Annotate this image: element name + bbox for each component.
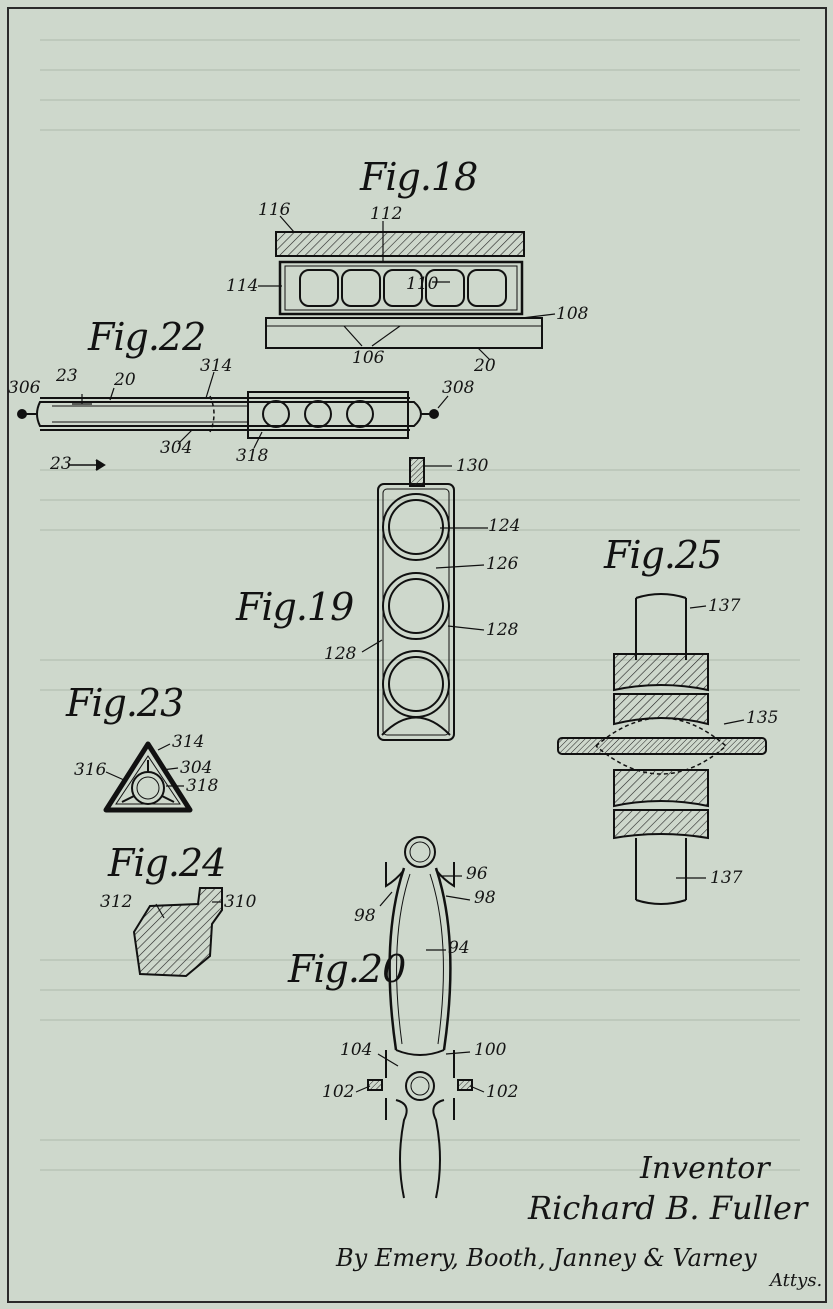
fig22-drawing [17, 371, 449, 471]
fig23-label-316: 316 [74, 760, 107, 780]
fig18-label-20: 20 [474, 356, 496, 376]
fig22-label-314: 314 [200, 356, 233, 376]
fig20-label-104: 104 [340, 1040, 373, 1060]
fig18-title: Fig.18 [360, 155, 478, 199]
fig25-drawing [557, 593, 767, 905]
fig20-label-100: 100 [474, 1040, 507, 1060]
fig18-label-116: 116 [258, 200, 291, 220]
fig22-label-23-bottom: 23 [50, 454, 72, 474]
fig25-label-137-top: 137 [708, 596, 741, 616]
fig22-label-306: 306 [8, 378, 41, 398]
fig18-label-106: 106 [352, 348, 385, 368]
fig18-label-110: 110 [406, 274, 439, 294]
fig24-label-312: 312 [100, 892, 133, 912]
fig20-title: Fig.20 [288, 947, 406, 991]
fig22-label-23-top: 23 [56, 366, 78, 386]
fig18-label-108: 108 [556, 304, 589, 324]
inventor-name: Richard B. Fuller [528, 1189, 808, 1227]
fig20-label-94: 94 [448, 938, 470, 958]
fig23-label-304: 304 [180, 758, 213, 778]
fig23-drawing [103, 741, 193, 813]
fig25-title: Fig.25 [604, 533, 722, 577]
sheet-border [7, 7, 827, 1303]
fig18-drawing [258, 215, 556, 361]
fig20-label-96: 96 [466, 864, 488, 884]
fig23-label-318: 318 [186, 776, 219, 796]
fig19-title: Fig.19 [236, 585, 354, 629]
fig20-drawing [355, 836, 485, 1199]
fig22-title: Fig.22 [88, 315, 206, 359]
fig19-label-128-left: 128 [324, 644, 357, 664]
attorneys-line: By Emery, Booth, Janney & Varney [336, 1244, 757, 1272]
fig23-label-314: 314 [172, 732, 205, 752]
fig25-label-137-bottom: 137 [710, 868, 743, 888]
fig19-label-128-right: 128 [486, 620, 519, 640]
fig22-label-318: 318 [236, 446, 269, 466]
inventor-label: Inventor [640, 1151, 770, 1186]
fig20-label-98-right: 98 [474, 888, 496, 908]
fig19-label-130: 130 [456, 456, 489, 476]
fig20-label-102-right: 102 [486, 1082, 519, 1102]
fig24-label-310: 310 [224, 892, 257, 912]
fig22-label-304: 304 [160, 438, 193, 458]
fig20-label-102-left: 102 [322, 1082, 355, 1102]
fig22-label-20: 20 [114, 370, 136, 390]
fig18-label-112: 112 [370, 204, 403, 224]
fig23-title: Fig.23 [66, 681, 184, 725]
bleed-through-texture [40, 39, 800, 1171]
fig18-label-114: 114 [226, 276, 259, 296]
fig24-title: Fig.24 [108, 841, 226, 885]
fig19-label-126: 126 [486, 554, 519, 574]
fig22-label-308: 308 [442, 378, 475, 398]
fig19-label-124: 124 [488, 516, 521, 536]
fig20-label-98-left: 98 [354, 906, 376, 926]
attorneys-abbrev: Attys. [770, 1270, 823, 1291]
fig19-drawing [361, 457, 488, 741]
fig25-label-135: 135 [746, 708, 779, 728]
fig24-drawing [132, 887, 223, 978]
